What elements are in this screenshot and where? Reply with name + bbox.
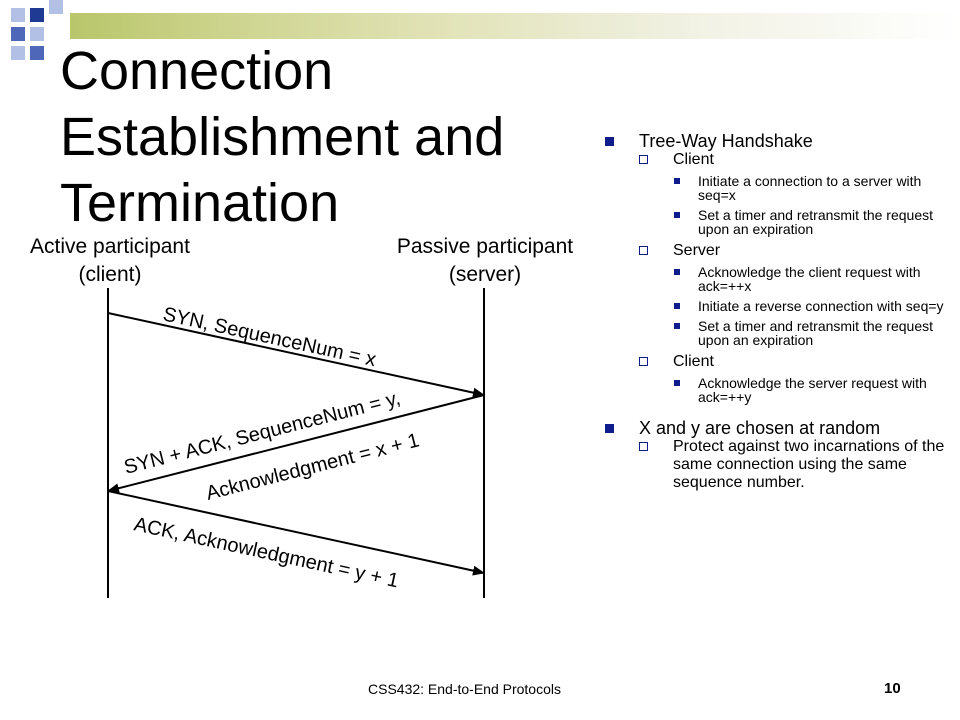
header-gradient-bar [70, 13, 960, 39]
sub-bullet-protect: Protect against two incarnations of the … [639, 438, 955, 492]
deco-square [11, 27, 25, 41]
sub-bullet-server: Server Acknowledge the client request wi… [639, 242, 955, 347]
active-participant-role: (client) [78, 263, 142, 286]
synack-arrow [107, 394, 485, 494]
bullet-random: X and y are chosen at random Protect aga… [605, 418, 955, 492]
hollow-square-icon [639, 442, 648, 451]
bullet-handshake: Tree-Way Handshake Client Initiate a con… [605, 131, 955, 404]
sub-bullet-text: Client [673, 353, 714, 370]
detail-item: Acknowledge the client request with ack=… [673, 265, 955, 293]
detail-item: Initiate a reverse connection with seq=y [673, 299, 955, 313]
ack-arrow [107, 490, 485, 576]
detail-item: Set a timer and retransmit the request u… [673, 319, 955, 347]
passive-participant-name: Passive participant [396, 235, 574, 258]
deco-square [30, 8, 44, 22]
hollow-square-icon [639, 246, 648, 255]
deco-square [11, 46, 25, 60]
bullet-list: Tree-Way Handshake Client Initiate a con… [605, 131, 955, 500]
syn-label: SYN, SequenceNum = x [161, 303, 378, 371]
active-participant-name: Active participant [30, 235, 190, 258]
sub-bullet-text: Protect against two incarnations of the … [673, 438, 945, 491]
bullet-text: X and y are chosen at random [639, 418, 881, 438]
slide-title: Connection Establishment and Termination [60, 41, 505, 233]
bullet-text: Tree-Way Handshake [639, 131, 813, 151]
page-number: 10 [884, 680, 901, 697]
deco-square [30, 27, 44, 41]
sub-bullet-client-ack: Client Acknowledge the server request wi… [639, 353, 955, 404]
deco-square [49, 0, 63, 14]
detail-item: Set a timer and retransmit the request u… [673, 208, 955, 236]
hollow-square-icon [639, 155, 648, 164]
detail-item: Acknowledge the server request with ack=… [673, 376, 955, 404]
sub-bullet-text: Server [673, 242, 721, 259]
passive-participant-role: (server) [448, 263, 522, 286]
detail-item: Initiate a connection to a server with s… [673, 174, 955, 202]
hollow-square-icon [639, 357, 648, 366]
deco-square [30, 46, 44, 60]
sub-bullet-client: Client Initiate a connection to a server… [639, 151, 955, 236]
sub-bullet-text: Client [673, 151, 714, 168]
deco-square [11, 8, 25, 22]
active-participant-label: Active participant (client) [10, 233, 210, 289]
passive-participant-label: Passive participant (server) [380, 233, 590, 289]
syn-arrow [107, 312, 485, 398]
footer-course-label: CSS432: End-to-End Protocols [368, 681, 561, 697]
